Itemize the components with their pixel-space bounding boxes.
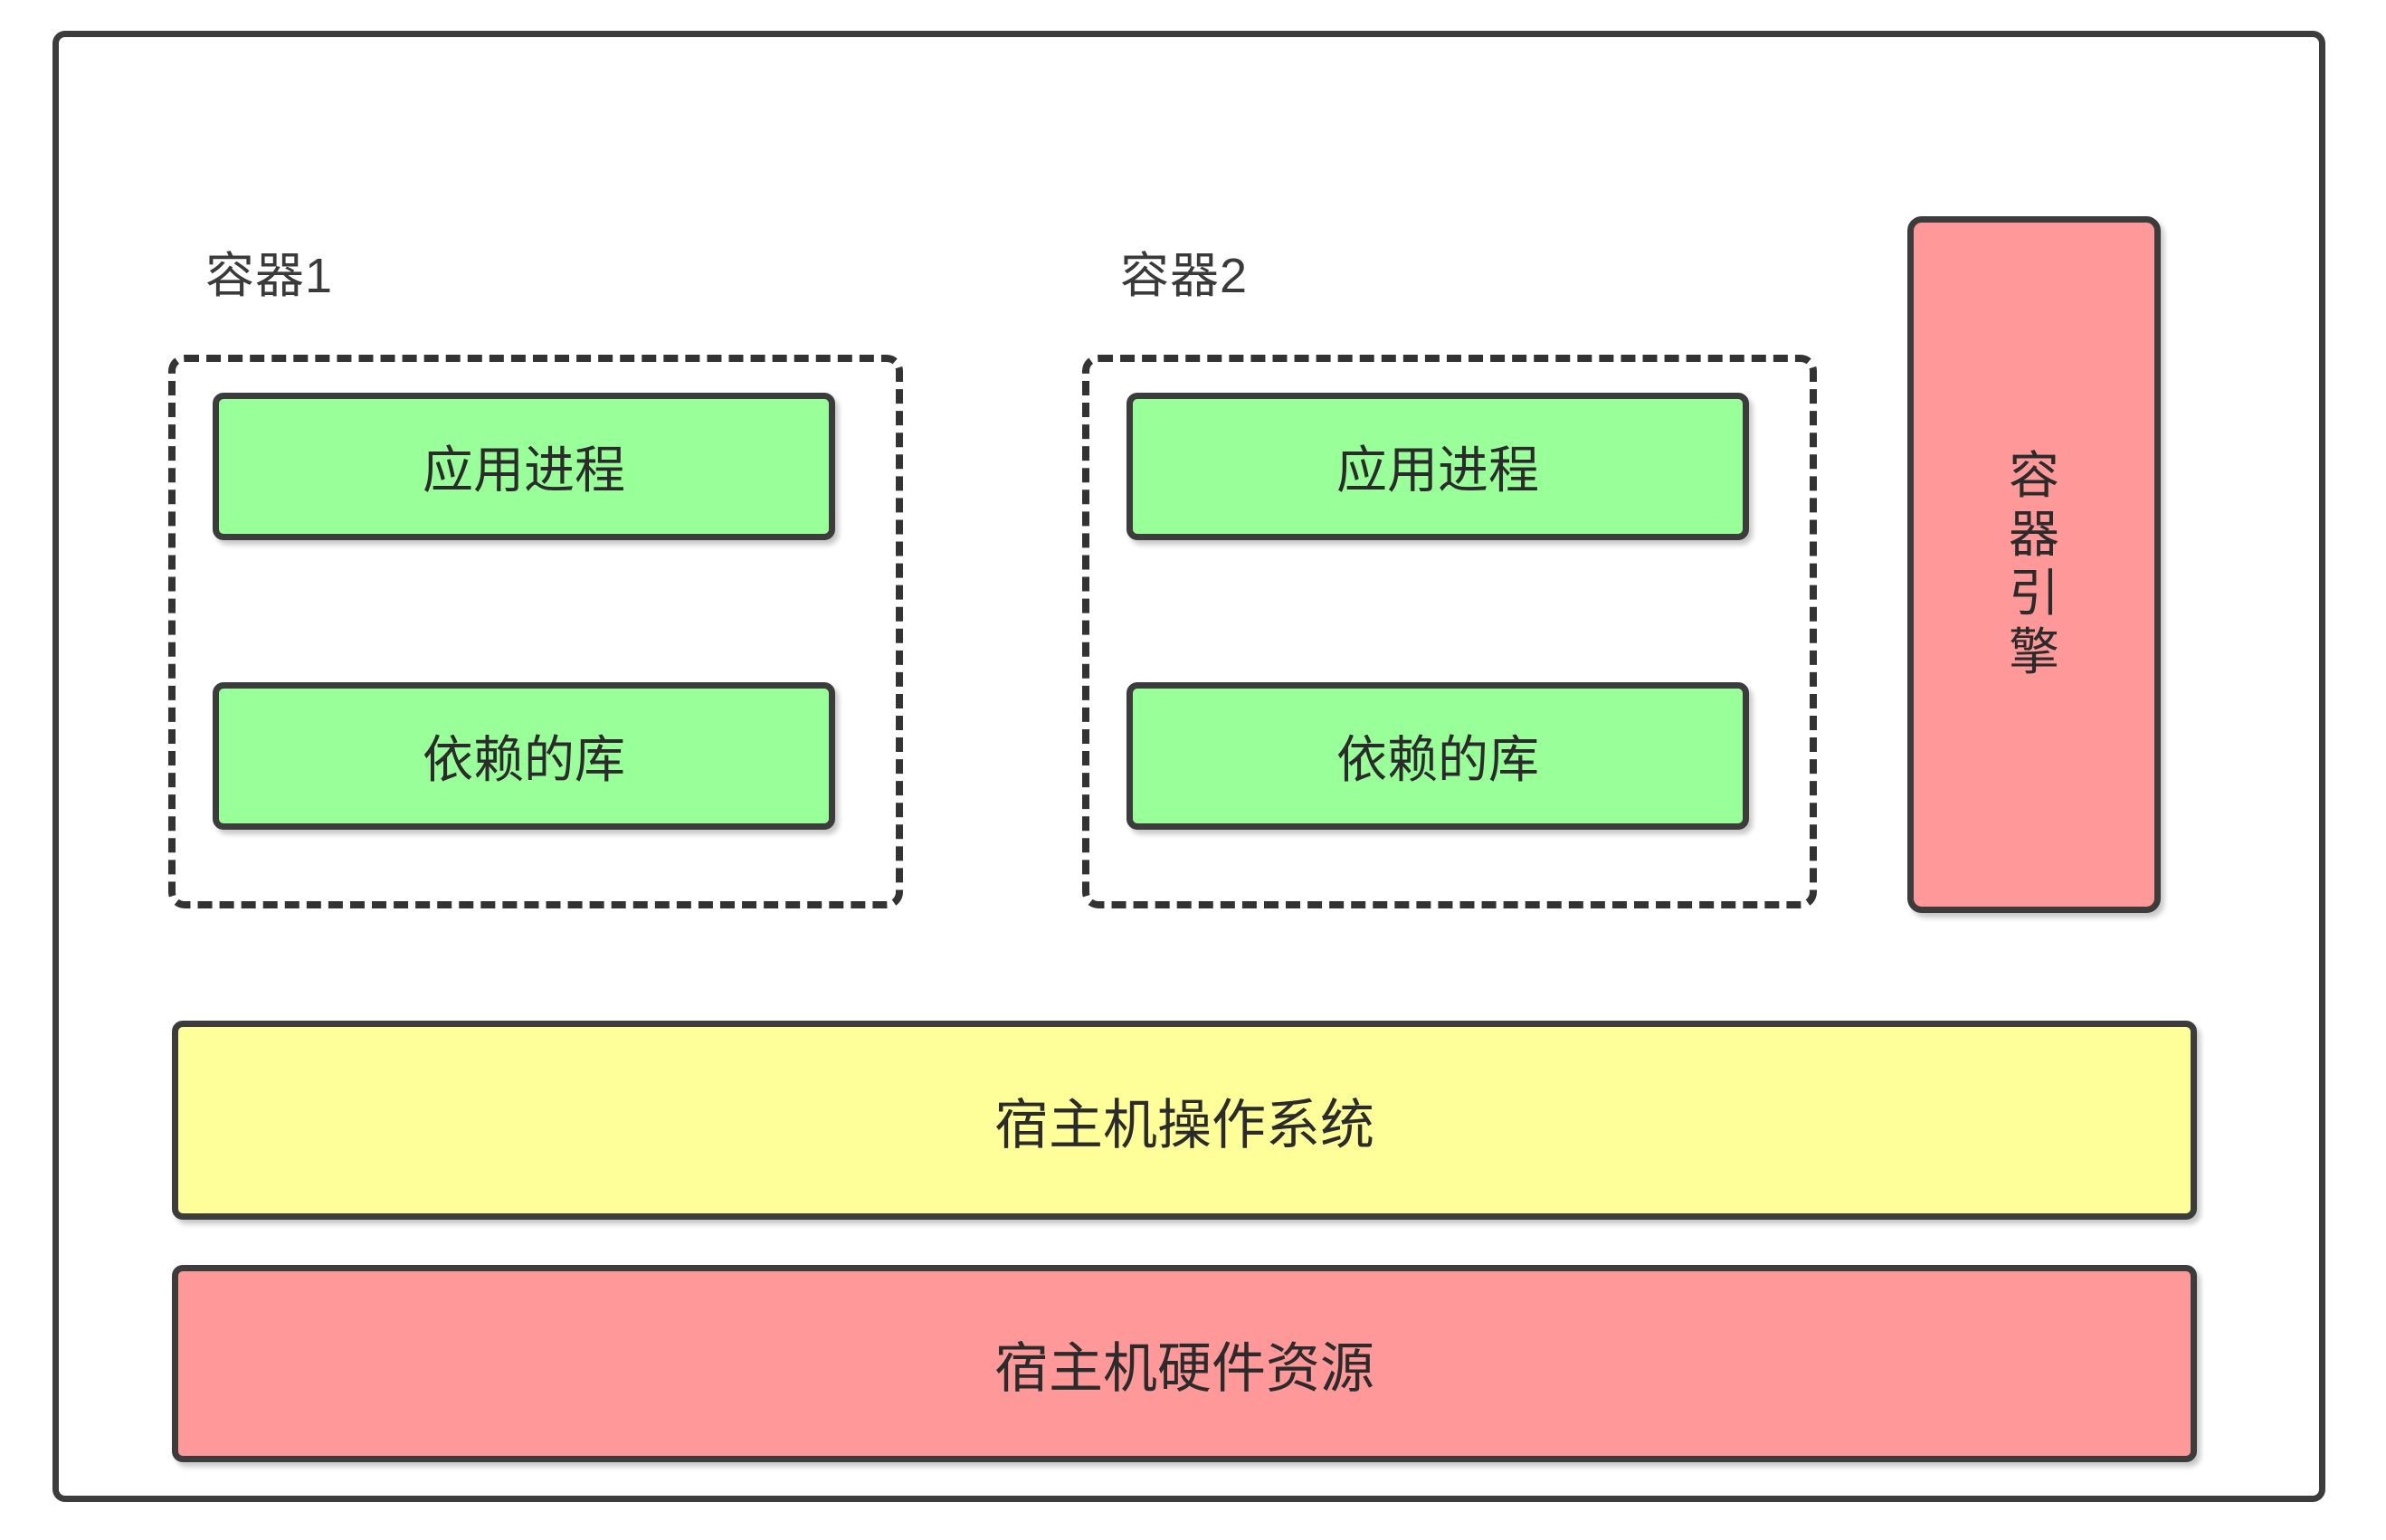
host-operating-system-box: 宿主机操作系统 bbox=[172, 1021, 2197, 1220]
container-engine-char-2: 器 bbox=[2009, 506, 2059, 564]
container-engine-char-4: 擎 bbox=[2009, 623, 2059, 680]
container-1-boundary bbox=[168, 355, 903, 908]
container-1-dependency-library-box: 依赖的库 bbox=[213, 682, 835, 830]
host-hardware-resource-box: 宿主机硬件资源 bbox=[172, 1265, 2197, 1462]
container-engine-char-1: 容 bbox=[2009, 447, 2059, 505]
container-engine-char-3: 引 bbox=[2009, 565, 2059, 622]
container-1-app-process-box: 应用进程 bbox=[213, 393, 835, 540]
container-engine-box: 容 器 引 擎 bbox=[1907, 216, 2161, 913]
container-2-boundary bbox=[1082, 355, 1817, 908]
container-2-label: 容器2 bbox=[1120, 249, 1249, 303]
container-2-app-process-box: 应用进程 bbox=[1126, 393, 1749, 540]
container-1-label: 容器1 bbox=[205, 249, 334, 303]
container-2-dependency-library-box: 依赖的库 bbox=[1126, 682, 1749, 830]
